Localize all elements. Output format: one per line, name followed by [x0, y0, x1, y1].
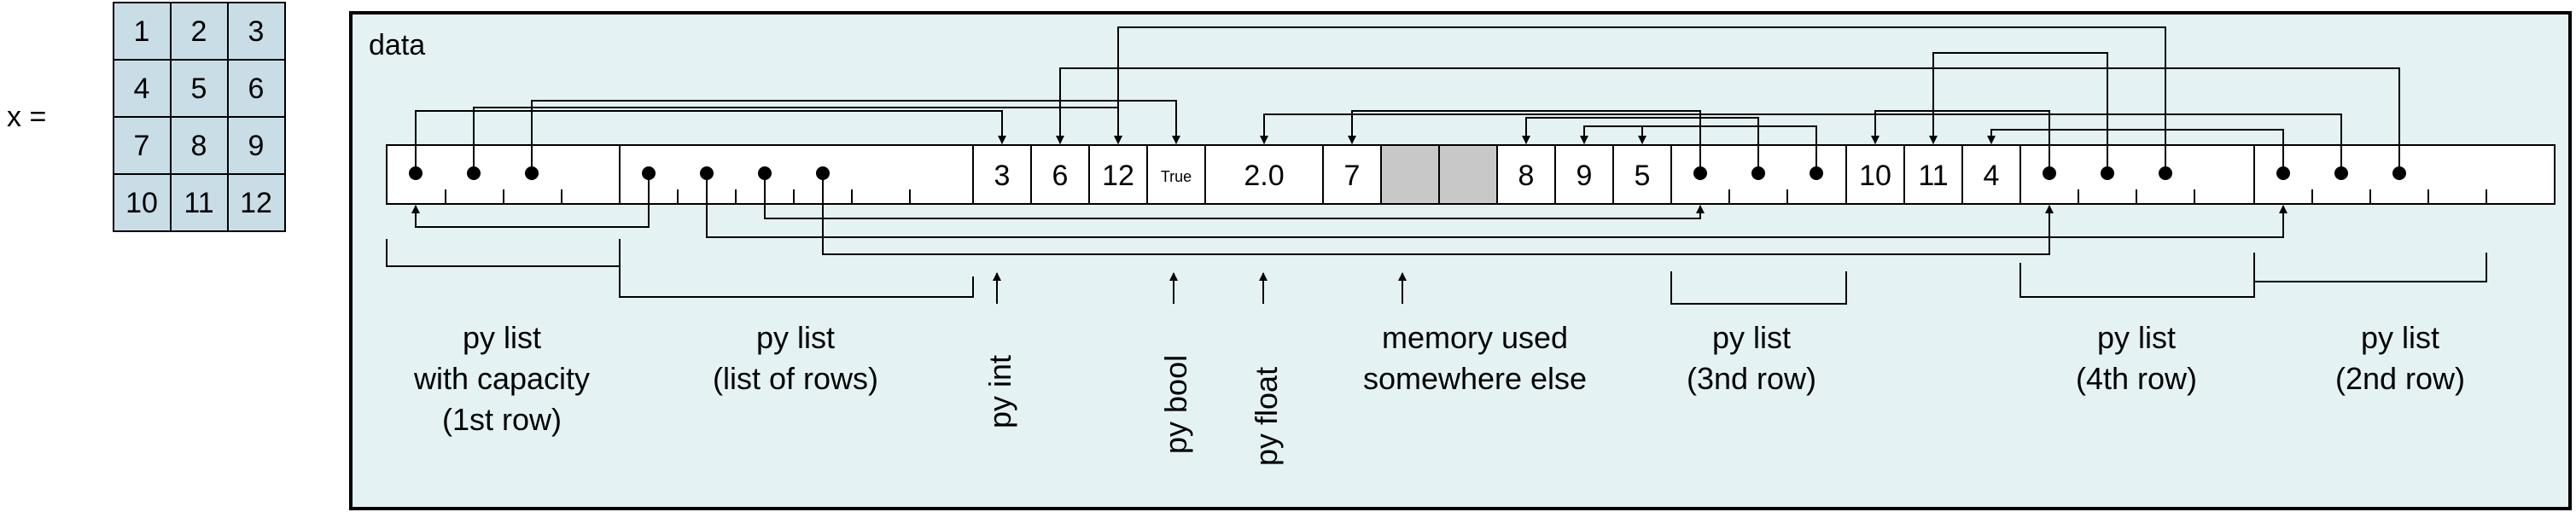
pointer-arrows-top — [415, 26, 2400, 173]
int-cell-4: 4 — [1984, 160, 2000, 192]
pointer-arrow — [764, 173, 1705, 219]
matrix-values: 1 2 3 4 5 6 7 8 9 10 11 12 — [125, 15, 272, 219]
memory-panel-label: data — [369, 29, 425, 61]
bracket-list-1st-row — [386, 239, 621, 267]
label-py-bool: py bool — [1158, 355, 1193, 454]
brackets — [386, 239, 2487, 305]
matrix-value: 12 — [240, 187, 272, 219]
bracket-list-of-rows — [619, 266, 974, 298]
matrix-grid — [113, 2, 286, 232]
annotation-labels: py list with capacity (1st row) py list … — [413, 320, 2465, 437]
pointer-slot-ticks — [445, 189, 2487, 204]
label-list-of-rows: py list — [756, 320, 835, 355]
int-cell-11: 11 — [1918, 160, 1948, 192]
pointer-arrow — [1522, 117, 1759, 173]
matrix-cell — [227, 173, 286, 232]
label-py-int: py int — [982, 355, 1017, 428]
rotated-labels: py int py bool py float — [982, 355, 1284, 466]
label-list-of-rows: (list of rows) — [713, 361, 878, 396]
label-list-3rd-row: py list — [1712, 320, 1791, 355]
unused-memory-cell — [1438, 144, 1498, 205]
matrix-cell — [113, 2, 172, 61]
label-list-1st-row: py list — [463, 320, 541, 355]
matrix-value: 5 — [191, 73, 207, 105]
int-cell-10: 10 — [1859, 160, 1891, 192]
matrix-cell — [170, 2, 229, 61]
label-list-2nd-row: (2nd row) — [2335, 361, 2465, 396]
matrix-value: 4 — [134, 73, 150, 105]
pointer-arrow — [1580, 125, 1817, 173]
memory-panel — [349, 11, 2572, 510]
pointer-arrows-bottom — [411, 173, 2288, 255]
int-cell-9: 9 — [1576, 160, 1593, 192]
matrix-value: 2 — [191, 15, 207, 48]
pointer-arrow — [1114, 26, 2166, 173]
matrix-assign-label: x = — [7, 101, 46, 133]
int-cell-7: 7 — [1344, 160, 1361, 192]
pointer-arrow — [706, 173, 2288, 238]
value-cells: 3 6 12 True 2.0 7 8 9 5 10 11 4 — [994, 160, 2000, 192]
int-cell-5: 5 — [1635, 160, 1651, 192]
matrix-cell — [170, 116, 229, 175]
int-cell-6: 6 — [1052, 160, 1069, 192]
pointer-arrow — [531, 100, 1180, 173]
float-cell-2: 2.0 — [1244, 160, 1284, 192]
memory-cell-dividers — [619, 145, 2255, 204]
matrix-value: 3 — [248, 15, 265, 48]
bracket-list-4th-row — [2019, 263, 2255, 298]
label-list-4th-row: (4th row) — [2076, 361, 2197, 396]
label-list-2nd-row: py list — [2361, 320, 2439, 355]
unused-memory-cell — [1380, 144, 1440, 205]
pointer-arrow — [1929, 52, 2108, 173]
matrix-cell — [113, 173, 172, 232]
pointer-arrow — [411, 173, 650, 228]
label-list-3rd-row: (3nd row) — [1687, 361, 1816, 396]
int-cell-8: 8 — [1518, 160, 1535, 192]
matrix-value: 1 — [134, 15, 150, 48]
bracket-list-2nd-row — [2253, 253, 2487, 282]
pointer-arrow — [1871, 110, 2050, 173]
pointer-arrow — [822, 173, 2054, 255]
int-cell-3: 3 — [994, 160, 1011, 192]
matrix-value: 10 — [125, 187, 158, 219]
label-memory-else: somewhere else — [1363, 361, 1587, 396]
pointer-arrow — [1348, 110, 1701, 173]
matrix-cell — [227, 59, 286, 118]
matrix-value: 7 — [134, 130, 150, 162]
pointer-arrow — [1987, 129, 2284, 173]
scalar-pointers — [993, 272, 1407, 304]
bool-cell-true: True — [1161, 168, 1192, 185]
label-memory-else: memory used — [1382, 320, 1568, 355]
matrix-value: 6 — [248, 73, 265, 105]
label-py-float: py float — [1249, 367, 1284, 466]
bracket-list-3rd-row — [1670, 271, 1847, 305]
matrix-value: 8 — [191, 130, 207, 162]
label-list-4th-row: py list — [2097, 320, 2176, 355]
pointer-arrow — [415, 110, 1006, 173]
matrix-value: 9 — [248, 130, 265, 162]
pointer-arrow — [1260, 113, 2342, 173]
int-cell-12: 12 — [1102, 160, 1134, 192]
matrix-value: 11 — [184, 187, 213, 219]
label-list-1st-row: (1st row) — [442, 402, 562, 437]
label-list-1st-row: with capacity — [413, 361, 590, 396]
pointer-arrow — [1056, 67, 2400, 173]
